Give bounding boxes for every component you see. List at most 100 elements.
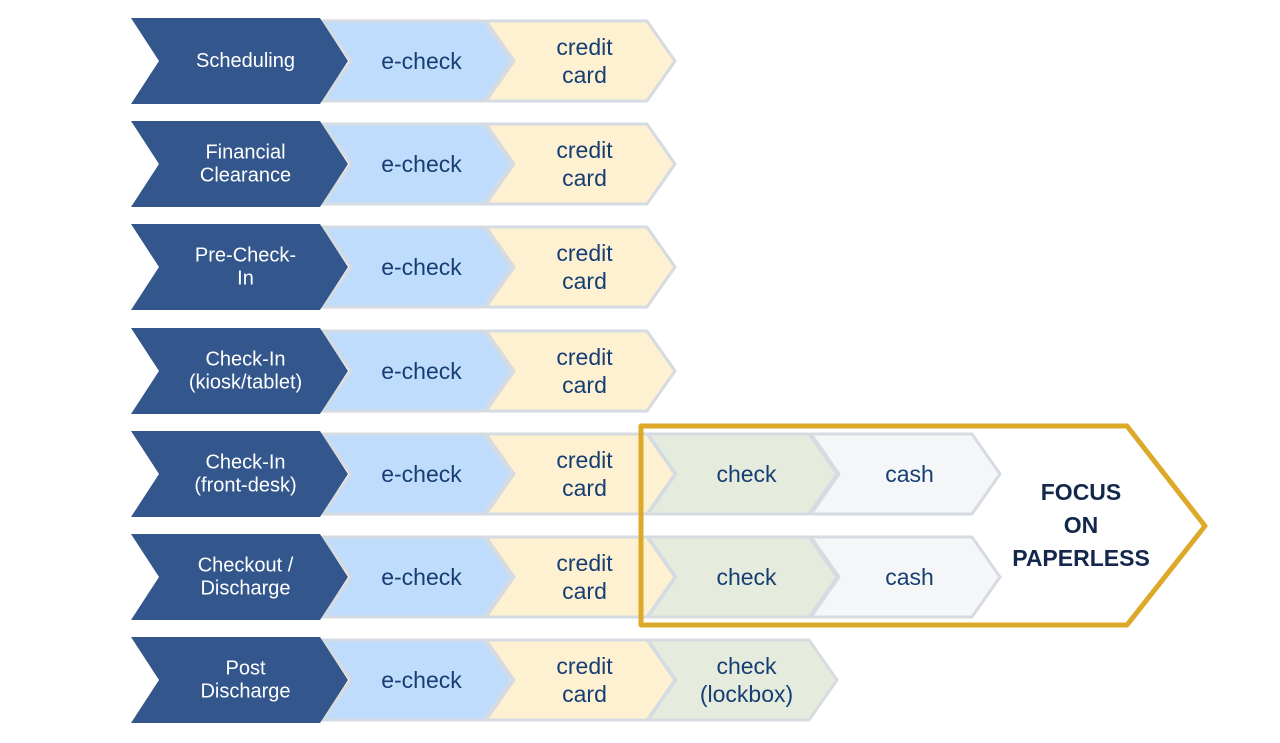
option-chevron-shape	[809, 535, 1002, 619]
option-label: credit	[556, 137, 613, 163]
option-chevron-shape	[809, 432, 1002, 516]
stage-label: Scheduling	[196, 50, 295, 72]
option-label: e-check	[381, 48, 462, 74]
payment-option-check: check	[646, 432, 839, 516]
stage-label: Discharge	[200, 578, 290, 600]
stage-chevron-shape	[131, 18, 348, 104]
stage-label: (kiosk/tablet)	[189, 372, 302, 394]
option-chevron-shape	[484, 122, 677, 206]
stage-label: Check-In	[205, 349, 285, 371]
option-chevron-shape	[484, 225, 677, 309]
option-chevron-shape	[484, 432, 677, 516]
stage-chevron-shape	[131, 328, 348, 414]
payment-option-echeck: e-check	[321, 535, 514, 619]
stage-chevron-shape	[131, 534, 348, 620]
stage-label: Post	[225, 658, 265, 680]
option-label: (lockbox)	[700, 681, 793, 707]
option-chevron-shape	[484, 638, 677, 722]
option-label: e-check	[381, 564, 462, 590]
option-label: credit	[556, 34, 613, 60]
option-chevron-shape	[321, 638, 514, 722]
stage-chevron: Check-In(front-desk)	[131, 431, 348, 517]
stage-chevron: Scheduling	[131, 18, 348, 104]
stage-label: Financial	[205, 142, 285, 164]
option-label: credit	[556, 240, 613, 266]
option-label: card	[562, 681, 607, 707]
payment-option-check: check	[646, 535, 839, 619]
option-chevron-shape	[321, 432, 514, 516]
stage-label: Discharge	[200, 681, 290, 703]
option-label: e-check	[381, 667, 462, 693]
stage-chevron-shape	[131, 224, 348, 310]
payment-option-echeck: e-check	[321, 638, 514, 722]
option-label: card	[562, 62, 607, 88]
option-label: card	[562, 372, 607, 398]
option-chevron-shape	[321, 122, 514, 206]
option-label: check	[716, 564, 777, 590]
stage-chevron-shape	[131, 637, 348, 723]
option-label: e-check	[381, 358, 462, 384]
focus-label: ON	[1064, 512, 1099, 538]
option-label: cash	[885, 564, 934, 590]
payment-option-echeck: e-check	[321, 19, 514, 103]
stage-label: Check-In	[205, 452, 285, 474]
stage-label: Clearance	[200, 165, 291, 187]
option-label: credit	[556, 550, 613, 576]
option-label: cash	[885, 461, 934, 487]
option-chevron-shape	[321, 19, 514, 103]
option-label: card	[562, 165, 607, 191]
payment-option-echeck: e-check	[321, 122, 514, 206]
option-label: card	[562, 578, 607, 604]
option-label: e-check	[381, 151, 462, 177]
stage-chevron: Check-In(kiosk/tablet)	[131, 328, 348, 414]
payment-option-echeck: e-check	[321, 329, 514, 413]
option-label: e-check	[381, 461, 462, 487]
option-label: check	[716, 653, 777, 679]
stage-label: Checkout /	[198, 555, 294, 577]
option-label: credit	[556, 653, 613, 679]
stage-chevron: Pre-Check-In	[131, 224, 348, 310]
option-label: card	[562, 475, 607, 501]
stage-label: (front-desk)	[194, 475, 296, 497]
option-chevron-shape	[321, 225, 514, 309]
option-label: credit	[556, 344, 613, 370]
focus-label: PAPERLESS	[1012, 545, 1150, 571]
focus-border	[638, 423, 1208, 628]
focus-on-paperless-callout: FOCUS ON PAPERLESS	[638, 423, 1208, 628]
focus-label: FOCUS	[1041, 479, 1122, 505]
option-chevron-shape	[484, 535, 677, 619]
option-chevron-shape	[321, 535, 514, 619]
option-label: credit	[556, 447, 613, 473]
payment-option-echeck: e-check	[321, 432, 514, 516]
option-label: card	[562, 268, 607, 294]
payment-option-echeck: e-check	[321, 225, 514, 309]
stage-chevron: Checkout /Discharge	[131, 534, 348, 620]
stage-chevron-shape	[131, 431, 348, 517]
option-chevron-shape	[321, 329, 514, 413]
stage-chevron-shape	[131, 121, 348, 207]
option-chevron-shape	[484, 329, 677, 413]
option-chevron-shape	[484, 19, 677, 103]
option-label: check	[716, 461, 777, 487]
stage-label: In	[237, 268, 254, 290]
option-label: e-check	[381, 254, 462, 280]
payment-option-cash: cash	[809, 432, 1002, 516]
stage-label: Pre-Check-	[195, 245, 296, 267]
